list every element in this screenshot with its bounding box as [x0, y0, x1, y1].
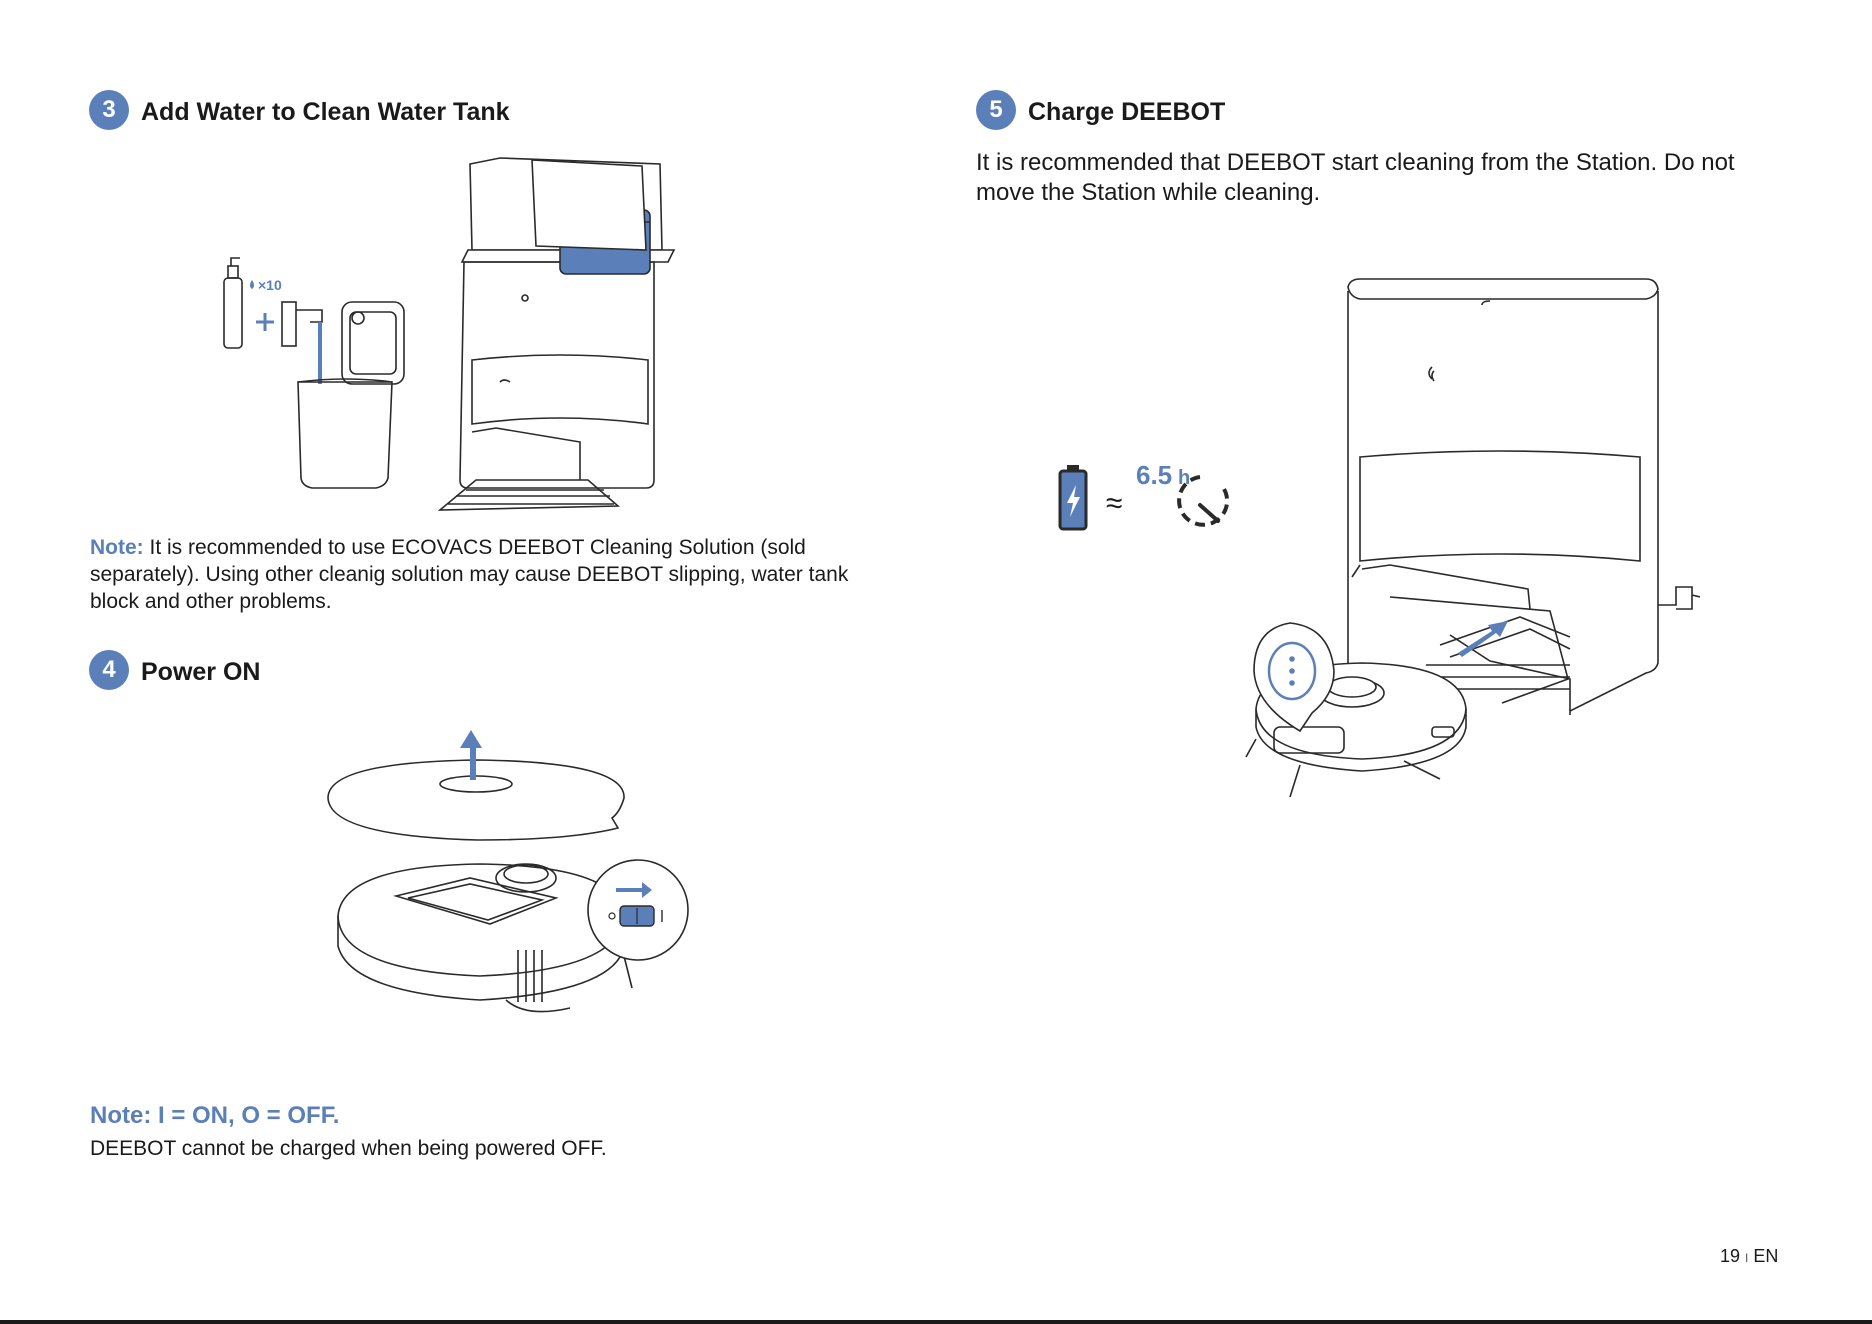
bottom-rule [0, 1320, 1872, 1324]
cleaning-solution-bottle-icon [223, 257, 243, 349]
step-3-title: Add Water to Clean Water Tank [141, 98, 510, 126]
footer-separator: I [1745, 1251, 1749, 1265]
note-power-heading: Note: I = ON, O = OFF. [90, 1102, 340, 1129]
note-label: Note: [90, 536, 144, 559]
plus-icon [256, 313, 274, 331]
off-symbol [608, 912, 616, 920]
step-5-badge: 5 [976, 90, 1016, 130]
water-tank-icon [297, 301, 405, 489]
page-number: 19 [1720, 1246, 1741, 1266]
note-cleaning-solution: Note: It is recommended to use ECOVACS D… [90, 534, 900, 615]
switch-direction-arrow-icon [616, 882, 652, 898]
top-cover-icon [327, 759, 625, 841]
charge-time-unit: h [1178, 467, 1190, 489]
clock-icon [1177, 475, 1230, 527]
step-3-badge: 3 [89, 90, 129, 130]
station-icon [1347, 278, 1700, 717]
battery-charging-icon [1058, 465, 1088, 531]
water-drop-icon [250, 280, 254, 289]
robot-vacuum-icon [337, 863, 633, 1013]
logo-mark-icon [1428, 366, 1435, 382]
add-water-illustration: ×10 [223, 157, 676, 511]
page-footer: 19 I EN [1720, 1246, 1778, 1267]
robot-button-icon [1267, 641, 1317, 701]
step-4-title: Power ON [141, 658, 261, 686]
button-callout [1253, 622, 1335, 733]
step-4-badge: 4 [89, 650, 129, 690]
power-on-illustration [327, 730, 689, 1013]
step-5-title: Charge DEEBOT [1028, 98, 1226, 126]
power-switch-callout [587, 859, 689, 961]
charge-instruction-text: It is recommended that DEEBOT start clea… [976, 149, 1735, 206]
charge-time-value: 6.5 [1136, 460, 1172, 490]
solution-multiplier: ×10 [258, 277, 282, 293]
lift-arrow-icon [460, 730, 482, 780]
faucet-icon [281, 301, 323, 347]
note-text: It is recommended to use ECOVACS DEEBOT … [90, 536, 849, 613]
note-power-text: DEEBOT cannot be charged when being powe… [90, 1137, 607, 1160]
approx-symbol: ≈ [1106, 487, 1122, 520]
language-code: EN [1753, 1246, 1779, 1266]
charge-illustration: ≈ 6.5 h [1058, 278, 1700, 798]
dock-direction-arrow-icon [1458, 621, 1508, 657]
